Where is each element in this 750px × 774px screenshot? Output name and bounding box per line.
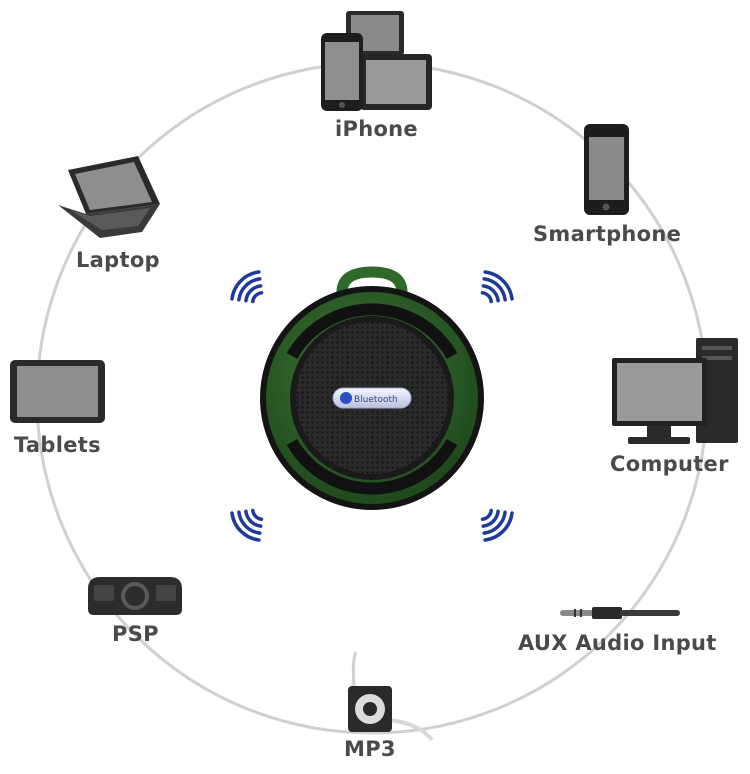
signal-wave-top-left: [230, 270, 264, 304]
label-smartphone: Smartphone: [533, 222, 682, 246]
bluetooth-badge-text: Bluetooth: [354, 395, 398, 405]
label-aux-audio-input: AUX Audio Input: [518, 631, 717, 655]
signal-arc: [480, 291, 493, 304]
signal-arc: [481, 509, 500, 528]
signal-arc: [251, 291, 264, 304]
tablet-icon: [10, 360, 105, 423]
label-psp: PSP: [112, 622, 159, 646]
bluetooth-badge: Bluetooth: [332, 387, 412, 409]
signal-arc: [237, 510, 262, 535]
signal-arc: [483, 270, 514, 301]
label-iphone: iPhone: [335, 117, 418, 141]
signal-arc: [230, 270, 261, 301]
signal-arc: [480, 508, 493, 521]
label-tablets: Tablets: [14, 433, 101, 457]
signal-wave-bottom-left: [230, 508, 264, 542]
label-mp3: MP3: [344, 737, 396, 761]
signal-arc: [244, 509, 263, 528]
signal-arc: [482, 277, 507, 302]
laptop-icon: [58, 156, 160, 238]
audio-jack-icon: [560, 607, 680, 619]
signal-arc: [237, 277, 262, 302]
signal-arc: [230, 511, 261, 542]
label-computer: Computer: [610, 452, 729, 476]
psp-icon: [88, 577, 182, 615]
tablet-phone-icon: [321, 11, 432, 111]
signal-arc: [244, 284, 263, 303]
signal-arc: [483, 511, 514, 542]
signal-arc: [251, 508, 264, 521]
label-laptop: Laptop: [76, 248, 160, 272]
signal-arc: [482, 510, 507, 535]
smartphone-icon: [584, 124, 629, 215]
signal-waves: [230, 270, 514, 542]
bluetooth-icon: [340, 392, 352, 404]
desktop-computer-icon: [612, 338, 738, 444]
mp3-player-icon: [348, 651, 434, 742]
signal-wave-bottom-right: [480, 508, 514, 542]
signal-wave-top-right: [480, 270, 514, 304]
bluetooth-speaker: Bluetooth: [260, 266, 484, 510]
signal-arc: [481, 284, 500, 303]
